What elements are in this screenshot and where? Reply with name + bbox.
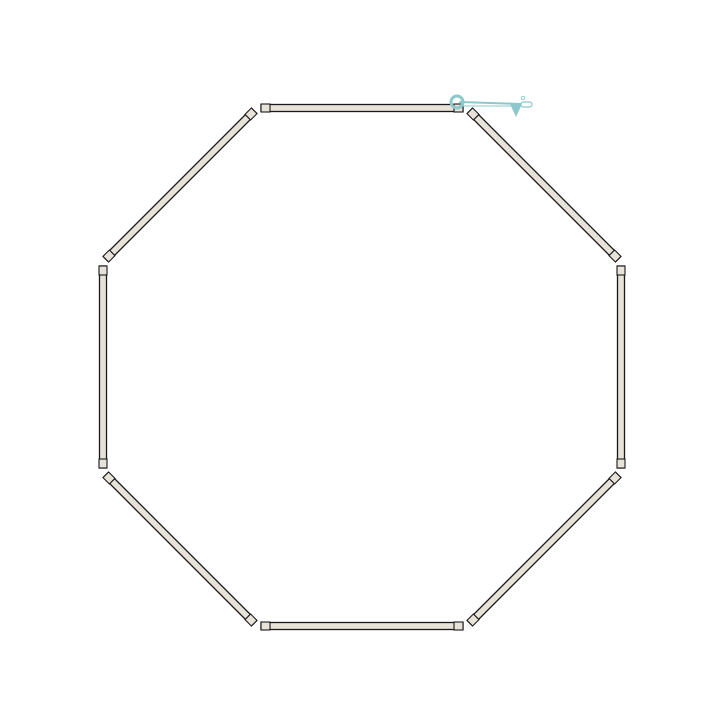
segment-start-cap xyxy=(260,103,271,113)
direction-arrow-icon[interactable] xyxy=(510,104,522,117)
degree-marker-icon xyxy=(521,96,526,101)
segment-start-cap xyxy=(616,265,626,276)
octagon-segment[interactable] xyxy=(102,471,258,627)
segment-joint-tick xyxy=(473,614,479,620)
transform-gizmo[interactable] xyxy=(449,94,533,117)
segment-bar xyxy=(616,265,626,469)
segment-joint-tick xyxy=(473,114,479,120)
segment-end-cap xyxy=(616,458,626,469)
segment-bar xyxy=(260,621,464,631)
octagon-segments xyxy=(98,103,626,631)
gizmo-axis-line xyxy=(459,101,523,105)
segment-joint-tick xyxy=(245,114,251,120)
end-handle-icon[interactable] xyxy=(520,101,533,108)
segment-end-cap xyxy=(260,621,271,631)
segment-end-cap xyxy=(98,265,108,276)
segment-joint-tick xyxy=(109,478,115,484)
segment-start-cap xyxy=(453,621,464,631)
octagon-segment[interactable] xyxy=(466,471,622,627)
segment-bar xyxy=(98,265,108,469)
pivot-circle-icon[interactable] xyxy=(449,94,465,110)
octagon-segment[interactable] xyxy=(260,621,464,631)
segment-joint-tick xyxy=(245,614,251,620)
segment-start-cap xyxy=(98,458,108,469)
segment-joint-tick xyxy=(609,478,615,484)
octagon-segment[interactable] xyxy=(102,107,258,263)
octagon-segment[interactable] xyxy=(260,103,464,113)
segment-joint-tick xyxy=(609,250,615,256)
segment-joint-tick xyxy=(109,250,115,256)
octagon-segment[interactable] xyxy=(466,107,622,263)
octagon-segment[interactable] xyxy=(616,265,626,469)
octagon-segment[interactable] xyxy=(98,265,108,469)
segment-bar xyxy=(260,103,464,113)
